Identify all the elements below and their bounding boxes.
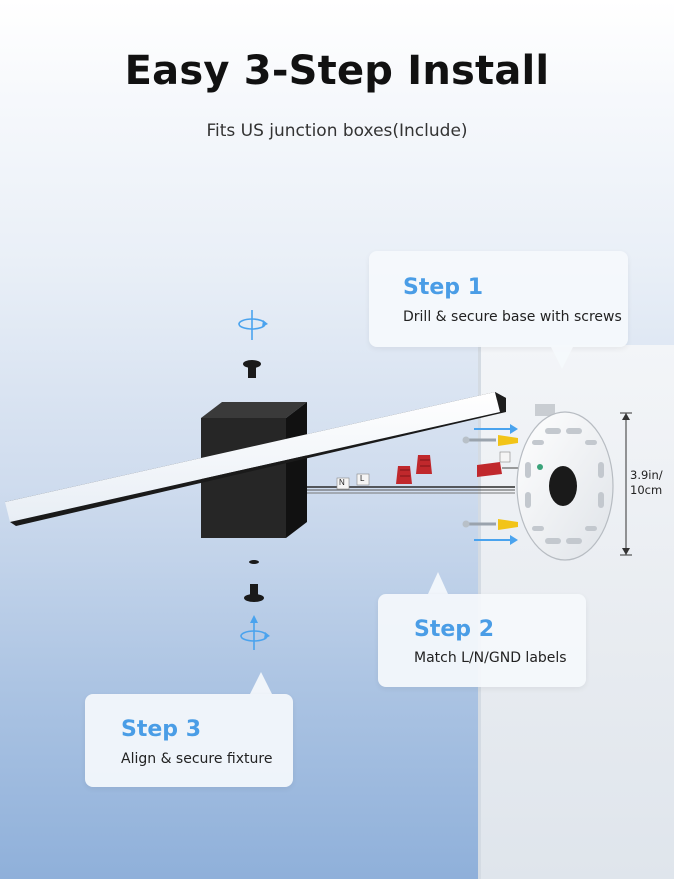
dimension-label-line1: 3.9in/ <box>630 468 663 482</box>
step-1-description: Drill & secure base with screws <box>403 309 622 325</box>
step-3-title: Step 3 <box>121 717 201 742</box>
dimension-label: 3.9in/ 10cm <box>630 468 663 498</box>
step-3-description: Align & secure fixture <box>121 751 273 767</box>
arrow-right-icon-top <box>474 424 518 434</box>
arrow-right-icon-bottom <box>474 535 518 545</box>
dimension-label-line2: 10cm <box>630 483 663 497</box>
dimension-line <box>620 412 632 556</box>
rotate-arrow-icon-bottom <box>240 615 270 650</box>
wire-nut-icon-right <box>416 455 432 474</box>
wire-nut-icon-left <box>396 466 412 484</box>
rotate-arrow-icon-top <box>238 310 268 340</box>
step-1-title: Step 1 <box>403 275 483 300</box>
page-title: Easy 3-Step Install <box>124 48 550 94</box>
step-2-title: Step 2 <box>414 617 494 642</box>
light-bar <box>5 392 506 526</box>
screw-icon-top <box>243 360 261 378</box>
step-1-pointer <box>551 347 573 369</box>
screw-icon-bottom <box>244 560 264 602</box>
wall-anchor-icon-top <box>462 435 518 446</box>
wire-label-live: L <box>360 474 365 483</box>
step-2-card: Step 2 Match L/N/GND labels <box>378 594 586 687</box>
wire-label-neutral: N <box>339 478 345 487</box>
mounting-plate <box>499 404 614 561</box>
step-1-card: Step 1 Drill & secure base with screws <box>369 251 628 347</box>
step-2-pointer <box>428 572 448 594</box>
page-subtitle: Fits US junction boxes(Include) <box>206 121 468 141</box>
wires <box>307 473 515 494</box>
wall-anchor-icon-bottom <box>462 519 518 530</box>
step-3-pointer <box>250 672 272 694</box>
wire-nut-icon-plate <box>477 462 520 477</box>
step-3-card: Step 3 Align & secure fixture <box>85 694 293 787</box>
step-2-description: Match L/N/GND labels <box>414 650 567 666</box>
